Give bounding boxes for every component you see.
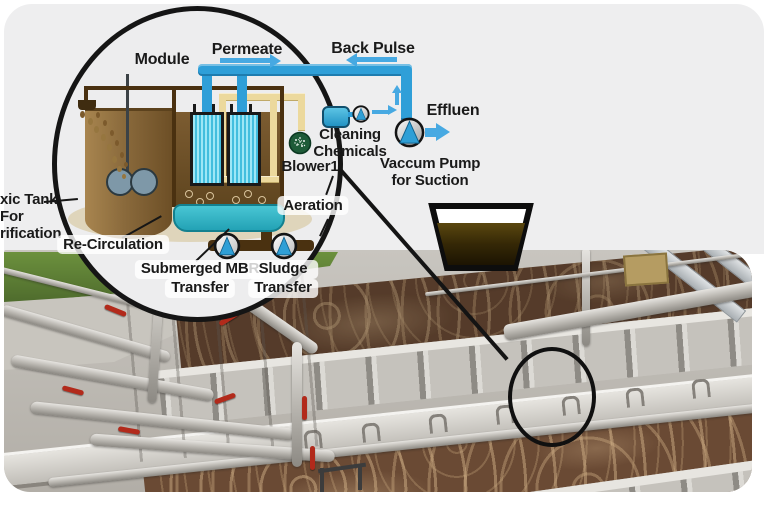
chemical-line xyxy=(348,112,354,117)
label-sludge-transfer: Sludge Transfer xyxy=(248,260,318,298)
label-submerged-mbr-transfer: Submerged MBR Transfer xyxy=(134,260,266,298)
sludge-transfer-pump-icon xyxy=(270,232,298,260)
chemical-pump-icon xyxy=(352,105,370,123)
label-module: Module xyxy=(134,51,190,68)
recirculation-pipe xyxy=(84,86,88,104)
label-cleaning-chemicals: Cleaning Chemicals xyxy=(313,126,387,160)
permeate-tray xyxy=(173,204,285,232)
valve-handle xyxy=(61,385,85,396)
permeate-pipe xyxy=(198,64,412,76)
label-vacuum-pump: Vaccum Pump for Suction xyxy=(379,155,481,189)
highlight-ellipse xyxy=(508,347,596,447)
aeration-pipe xyxy=(270,93,277,180)
mbr-tank-wall xyxy=(280,86,284,207)
module-post xyxy=(212,104,215,113)
transfer-pipe xyxy=(208,240,314,251)
label-permeate: Permeate xyxy=(211,41,283,58)
module-post xyxy=(249,104,252,113)
submerged-mbr-transfer-pump-icon xyxy=(213,232,241,260)
module-post xyxy=(193,104,196,113)
label-aeration: Aeration xyxy=(277,196,349,215)
drop-pipe-hook xyxy=(361,422,381,443)
inlet-spout xyxy=(78,100,96,110)
label-anoxic-tank: xic Tank For rification xyxy=(0,191,62,242)
blower-icon xyxy=(288,131,312,155)
sample-beaker xyxy=(428,202,534,272)
permeate-riser xyxy=(202,70,212,116)
valve-handle xyxy=(310,446,315,470)
mbr-tank-wall xyxy=(172,86,176,207)
suction-downpipe xyxy=(401,64,412,120)
membrane-module xyxy=(227,112,261,186)
label-recirculation: Re-Circulation xyxy=(57,235,169,254)
mixer-impeller xyxy=(130,168,158,196)
truss-post xyxy=(582,250,590,346)
label-effluent: Effluen xyxy=(426,102,480,119)
recirculation-pipe xyxy=(84,86,284,90)
label-back-pulse: Back Pulse xyxy=(331,40,415,57)
control-box xyxy=(622,252,670,287)
drop-pipe-hook xyxy=(691,378,711,399)
aeration-pipe xyxy=(219,93,305,101)
module-post xyxy=(230,104,233,113)
aeration-pipe xyxy=(298,93,305,131)
label-blower: Blower1 xyxy=(281,158,339,175)
drop-pipe-hook xyxy=(428,413,448,434)
mixer-shaft xyxy=(126,74,129,178)
vacuum-pump-icon xyxy=(394,117,425,148)
chemical-tank xyxy=(322,106,350,128)
small-railing xyxy=(317,462,367,492)
permeate-riser xyxy=(237,70,247,116)
pipe-post xyxy=(292,342,302,467)
transfer-pipe xyxy=(261,220,272,246)
valve-handle xyxy=(302,396,307,420)
membrane-module xyxy=(190,112,224,186)
drop-pipe-hook xyxy=(625,387,645,408)
